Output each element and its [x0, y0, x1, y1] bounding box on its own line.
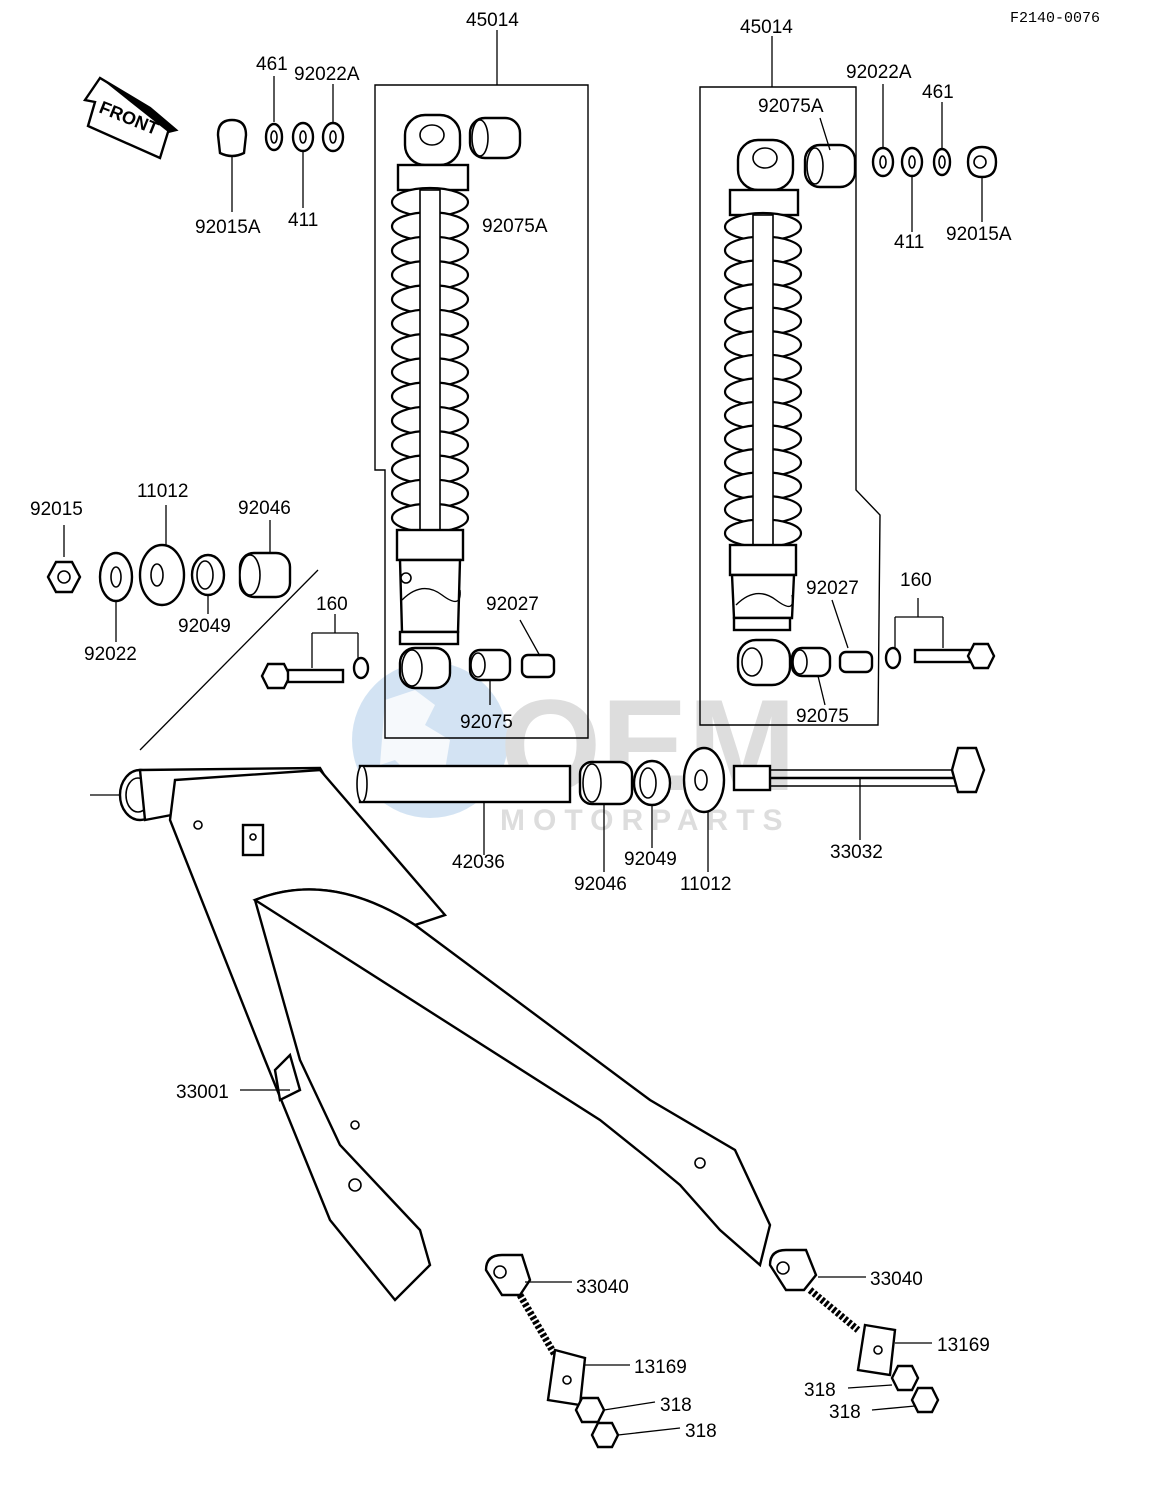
label-11012-left: 11012: [137, 481, 188, 502]
left-chain-adjuster: [484, 1253, 681, 1449]
damper-rod: [752, 214, 774, 546]
right-chain-adjuster: [768, 1248, 940, 1414]
label-92015: 92015: [30, 499, 83, 520]
part-labels: 45014 45014 461 92022A 92015A 411 92075A…: [30, 10, 1012, 1442]
left-bush-92075A: [468, 116, 522, 160]
label-92075-left: 92075: [460, 712, 513, 733]
label-92046-left: 92046: [238, 498, 291, 519]
label-318-left-a: 318: [660, 1395, 692, 1416]
front-arrow-icon: FRONT: [82, 76, 179, 160]
left-shock-absorber: [390, 113, 470, 646]
label-411-right: 411: [894, 232, 924, 253]
label-13169-right: 13169: [937, 1335, 990, 1356]
watermark-subtext: MOTORPARTS: [500, 804, 791, 837]
watermark-continents: [380, 690, 450, 780]
left-lower-bushings: [398, 646, 556, 690]
right-bush-92075A: [803, 143, 857, 189]
label-461-left: 461: [256, 54, 288, 75]
left-shock-outline: [374, 84, 589, 739]
right-shock-outline: [699, 86, 881, 726]
label-461-right: 461: [922, 82, 954, 103]
label-92022: 92022: [84, 644, 137, 665]
label-33040-left: 33040: [576, 1277, 629, 1298]
right-shock-absorber: [723, 138, 803, 687]
label-92046-pivot: 92046: [574, 874, 627, 895]
label-160-left: 160: [316, 594, 348, 615]
label-42036: 42036: [452, 852, 505, 873]
label-92015A-right: 92015A: [946, 224, 1012, 245]
damper-rod: [419, 189, 441, 531]
label-92027-left: 92027: [486, 594, 539, 615]
left-pivot-parts: [46, 505, 319, 751]
label-33001: 33001: [176, 1082, 229, 1103]
label-92022A-right: 92022A: [846, 62, 912, 83]
label-13169-left: 13169: [634, 1357, 687, 1378]
label-92075A-left: 92075A: [482, 216, 548, 237]
label-92022A-left: 92022A: [294, 64, 360, 85]
right-bolt-160: [817, 598, 996, 706]
right-lower-bushings: [790, 646, 874, 678]
label-11012-pivot: 11012: [680, 874, 731, 895]
pivot-shaft-parts: [356, 746, 986, 872]
label-92075A-right: 92075A: [758, 96, 824, 117]
label-318-right-a: 318: [804, 1380, 836, 1401]
diagram-code: F2140-0076: [1010, 10, 1100, 27]
label-45014-left: 45014: [466, 10, 519, 31]
label-45014-right: 45014: [740, 17, 793, 38]
label-318-left-b: 318: [685, 1421, 717, 1442]
left-shock-group: [374, 30, 589, 739]
right-top-hardware: [819, 84, 998, 232]
left-top-hardware: [216, 76, 345, 212]
label-160-right: 160: [900, 570, 932, 591]
label-411-left: 411: [288, 210, 318, 231]
right-shock-group: [699, 36, 881, 726]
label-33032: 33032: [830, 842, 883, 863]
label-92075-right: 92075: [796, 706, 849, 727]
label-92049-left: 92049: [178, 616, 231, 637]
label-318-right-b: 318: [829, 1402, 861, 1423]
label-33040-right: 33040: [870, 1269, 923, 1290]
swingarm-33001: [90, 766, 772, 1302]
label-92027-right: 92027: [806, 578, 859, 599]
label-92015A-left: 92015A: [195, 217, 261, 238]
label-92049-pivot: 92049: [624, 849, 677, 870]
left-bolt-160: [260, 614, 541, 705]
